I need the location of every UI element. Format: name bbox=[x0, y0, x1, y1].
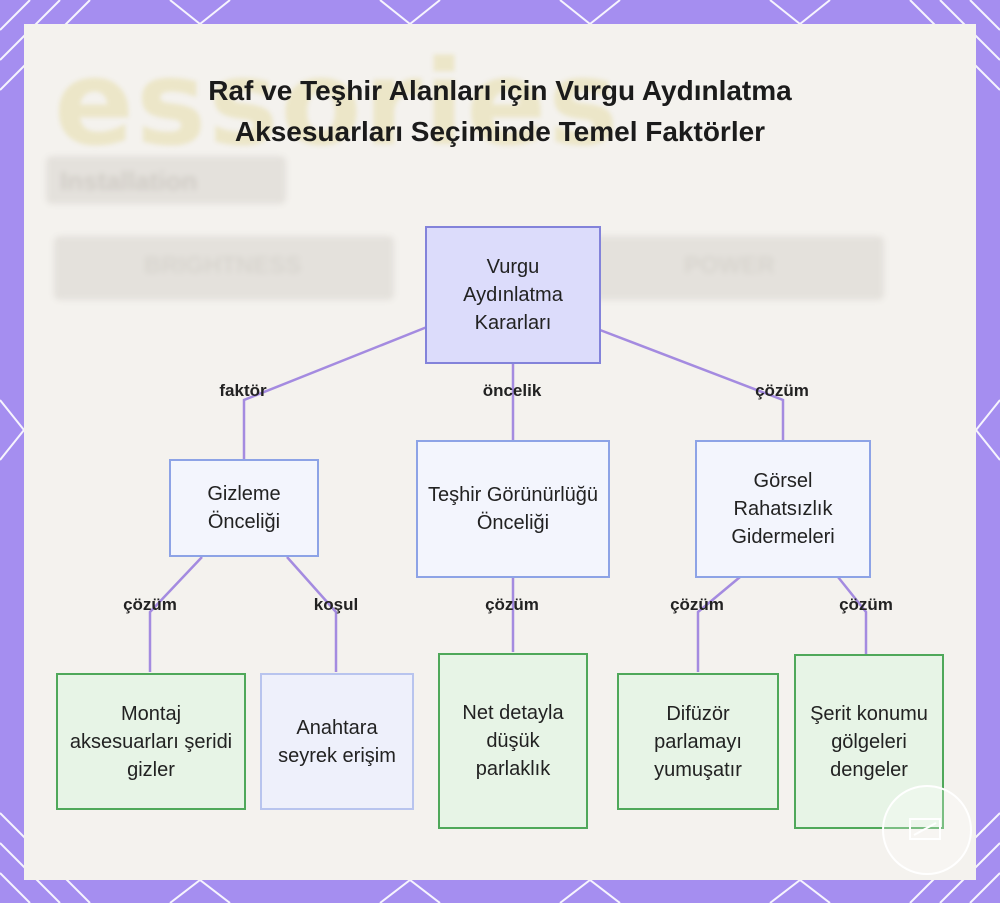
edge-label-kosul: koşul bbox=[314, 595, 358, 615]
node-gorsel: Görsel Rahatsızlık Gidermeleri bbox=[695, 440, 871, 578]
node-gizleme-label: Gizleme Önceliği bbox=[179, 480, 309, 536]
edge-label-cozum-serit: çözüm bbox=[839, 595, 893, 615]
node-net: Net detayla düşük parlaklık bbox=[438, 653, 588, 829]
edge-label-cozum-net: çözüm bbox=[485, 595, 539, 615]
node-difuzor-label: Difüzör parlamayı yumuşatır bbox=[627, 700, 769, 784]
node-gorsel-label: Görsel Rahatsızlık Gidermeleri bbox=[705, 467, 861, 551]
node-anahtara-label: Anahtara seyrek erişim bbox=[270, 714, 404, 770]
node-montaj-label: Montaj aksesuarları şeridi gizler bbox=[66, 700, 236, 784]
node-anahtara: Anahtara seyrek erişim bbox=[260, 673, 414, 810]
edge-label-oncelik: öncelik bbox=[483, 381, 542, 401]
background-chip: Installation bbox=[46, 156, 286, 204]
node-montaj: Montaj aksesuarları şeridi gizler bbox=[56, 673, 246, 810]
node-difuzor: Difüzör parlamayı yumuşatır bbox=[617, 673, 779, 810]
node-root-label: Vurgu Aydınlatma Kararları bbox=[435, 253, 591, 337]
circle-watermark-icon bbox=[882, 785, 972, 875]
diagram-title: Raf ve Teşhir Alanları için Vurgu Aydınl… bbox=[200, 70, 800, 152]
edge-label-cozum-difuzor: çözüm bbox=[670, 595, 724, 615]
edge-label-cozum-gorsel: çözüm bbox=[755, 381, 809, 401]
node-root: Vurgu Aydınlatma Kararları bbox=[425, 226, 601, 364]
node-gizleme: Gizleme Önceliği bbox=[169, 459, 319, 557]
node-teshir-label: Teşhir Görünürlüğü Önceliği bbox=[426, 481, 600, 537]
background-chip: POWER bbox=[584, 236, 884, 300]
node-teshir: Teşhir Görünürlüğü Önceliği bbox=[416, 440, 610, 578]
node-net-label: Net detayla düşük parlaklık bbox=[448, 699, 578, 783]
background-chip: BRIGHTNESS bbox=[54, 236, 394, 300]
edge-label-cozum-montaj: çözüm bbox=[123, 595, 177, 615]
node-serit-label: Şerit konumu gölgeleri dengeler bbox=[804, 700, 934, 784]
edge-label-faktor: faktör bbox=[219, 381, 266, 401]
